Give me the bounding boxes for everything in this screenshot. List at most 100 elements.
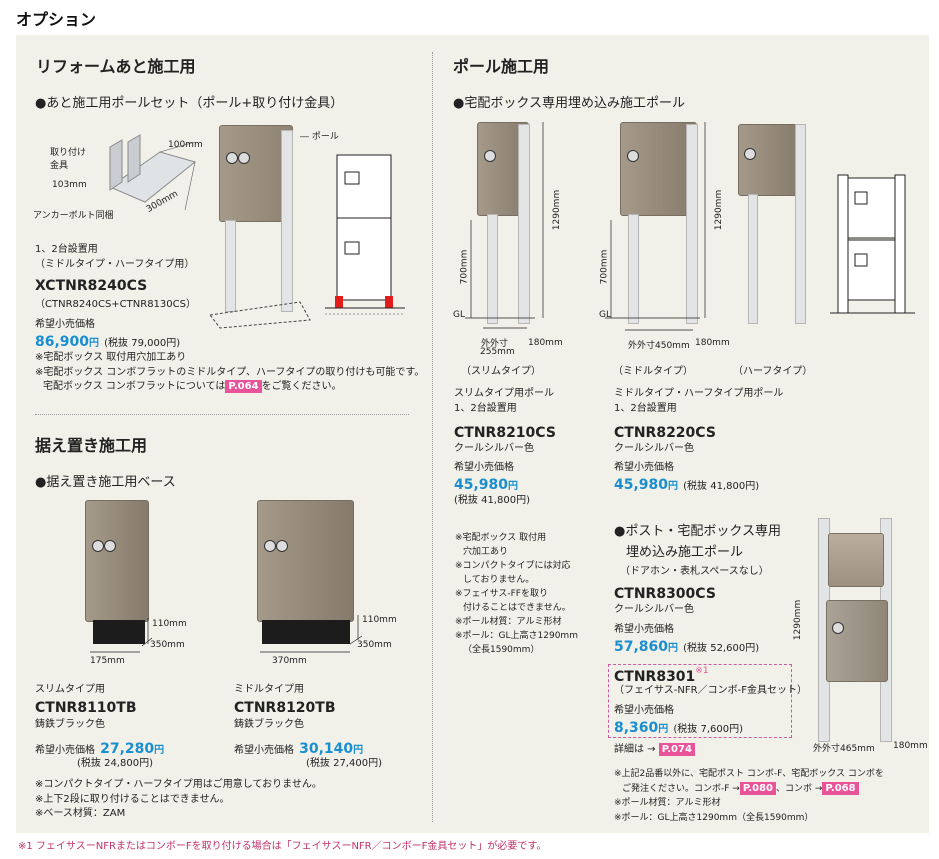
combo-dim-w: 外外寸465mm [813,744,875,754]
combo-link-2[interactable]: P.068 [822,781,859,795]
pole-subheading: ●宅配ボックス専用埋め込み施工ポール [453,96,685,111]
combo-note-2b: 、コンボ → [776,783,823,794]
middle-pole-gl: GL [599,310,611,320]
slim-dim-w: 175mm [90,656,125,666]
middle-pole-d: 180mm [695,338,730,348]
pole-label-text: ポール [311,132,339,142]
reform-price-label: 希望小売価格 [35,319,95,330]
slim-pole-use-1: スリムタイプ用ポール [454,388,554,399]
middle-pole-price: 45,980 [614,477,669,493]
combo-heading-1: ●ポスト・宅配ボックス専用 [614,524,781,539]
slim-base-image [93,620,145,644]
dial-icon [276,540,288,552]
slim-base-price-ex: (税抜 24,800円) [77,758,153,769]
middle-base-price-label: 希望小売価格 [234,745,294,756]
middle-dim-d: 350mm [357,640,392,650]
middle-pole-use-1: ミドルタイプ・ハーフタイプ用ポール [614,388,784,399]
slim-pole-d: 180mm [528,338,563,348]
page-title: オプション [16,10,97,29]
slim-pole-right [518,124,530,324]
middle-dim-w: 370mm [272,656,307,666]
reform-note-1: ※宅配ボックス 取付用穴加工あり [35,352,187,363]
bracket-label-1: 取り付け [50,148,87,158]
pole-note-3: ※コンパクトタイプには対応 [455,561,571,571]
kit-box [608,664,792,738]
middle-pole-color: クールシルバー色 [614,443,694,454]
middle-base-image [262,620,350,644]
slim-pole-w1: 外外寸 [481,339,509,349]
kit-price-ex: (税抜 7,600円) [673,724,743,735]
combo-notes: ※上記2品番以外に、宅配ポスト コンボ-F、宅配ボックス コンボを ご発注くださ… [614,767,884,825]
dial-icon [238,152,250,164]
middle-dim-lines [260,615,363,653]
middle-dim-h: 110mm [362,615,397,625]
reform-price-ex: (税抜 79,000円) [104,338,181,349]
dial-icon [484,150,496,162]
slim-pole-w2: 255mm [480,347,515,357]
pole-note-7: ※ポール材質：アルミ形材 [455,617,562,627]
pole-label: ― ポール [300,132,339,142]
slim-pole-price-row: 45,980円 [454,474,518,493]
dial-icon [832,622,844,634]
pole-notes: ※宅配ボックス 取付用 穴加工あり ※コンパクトタイプには対応 しておりません。… [455,531,578,657]
slim-pole-yen: 円 [508,481,519,492]
pole-heading: ポール施工用 [453,57,550,76]
middle-base-price-ex: (税抜 27,400円) [306,758,382,769]
slim-pole-use-2: 1、2台設置用 [454,403,517,414]
combo-note-4: ※ポール：GL上高さ1290mm（全長1590mm） [614,812,814,823]
middle-pole-yen: 円 [668,481,679,492]
standing-note-2: ※上下2段に取り付けることはできません。 [35,793,230,805]
combo-post-image [828,533,884,587]
slim-pole-price-label: 希望小売価格 [454,462,514,473]
reform-price-row: 86,900円 (税抜 79,000円) [35,331,180,351]
middle-pole-price-row: 45,980円 (税抜 41,800円) [614,474,759,494]
kit-yen: 円 [658,724,669,735]
reform-heading: リフォームあと施工用 [36,57,196,76]
detail-page-link[interactable]: P.074 [658,743,695,756]
slim-base-price: 27,280 [100,741,155,757]
pole-note-9: （全長1590mm） [463,645,540,655]
half-pole-right [795,124,806,324]
reform-yen: 円 [89,338,100,349]
middle-pole-dim-total: 1290mm [714,189,725,231]
detail-label: 詳細は → [614,744,656,755]
combo-note-2-row: ご発注ください。コンボ-F →P.080、コンボ →P.068 [614,781,884,797]
slim-pole-color: クールシルバー色 [454,443,534,454]
pole-note-5: ※フェイサス-FFを取り [455,589,548,599]
front-diagram [325,154,405,315]
pole-right [281,130,293,312]
dial-icon [264,540,276,552]
slim-base-use: スリムタイプ用 [35,684,105,695]
standing-subheading: ●据え置き施工用ベース [35,475,176,490]
pole-note-2: 穴加工あり [463,547,509,557]
reform-note-2: ※宅配ボックス コンボフラットのミドルタイプ、ハーフタイプの取り付けも可能です。 [35,366,425,378]
combo-box-image [826,600,888,682]
middle-pole-w: 外外寸450mm [628,341,690,351]
combo-heading-2: 埋め込み施工ポール [626,545,744,560]
middle-pole-dim-lines [605,122,706,331]
half-pole-caption: （ハーフタイプ） [733,366,813,377]
half-pole-left [748,194,758,324]
detail-row: 詳細は → P.074 [614,743,695,757]
middle-base-yen: 円 [353,745,364,756]
reform-note-3: 宅配ボックス コンボフラットについては [43,381,226,392]
middle-pole-model: CTNR8220CS [614,425,716,441]
footnote: ※1 フェイサスーNFRまたはコンボーFを取り付ける場合は「フェイサスーNFR／… [18,841,547,852]
slim-pole-price: 45,980 [454,477,509,493]
standing-note-1: ※コンパクトタイプ・ハーフタイプ用はご用意しておりません。 [35,779,322,790]
horizontal-divider [35,414,409,415]
kit-mark: ※1 [695,666,709,676]
middle-pole-use-2: 1、2台設置用 [614,403,677,414]
slim-base-model: CTNR8110TB [35,700,137,716]
pole-left [225,220,236,312]
standing-notes: ※コンパクトタイプ・ハーフタイプ用はご用意しておりません。 ※上下2段に取り付け… [35,778,322,822]
reform-page-link[interactable]: P.064 [225,380,262,393]
dial-icon [627,150,639,162]
bracket-label-2: 金具 [50,161,69,171]
combo-price: 57,860 [614,639,669,655]
pole-note-1: ※宅配ボックス 取付用 [455,533,547,543]
kit-model-row: CTNR8301※1 [614,666,709,685]
footprint-dashes [209,301,311,329]
combo-link-1[interactable]: P.080 [739,781,776,795]
